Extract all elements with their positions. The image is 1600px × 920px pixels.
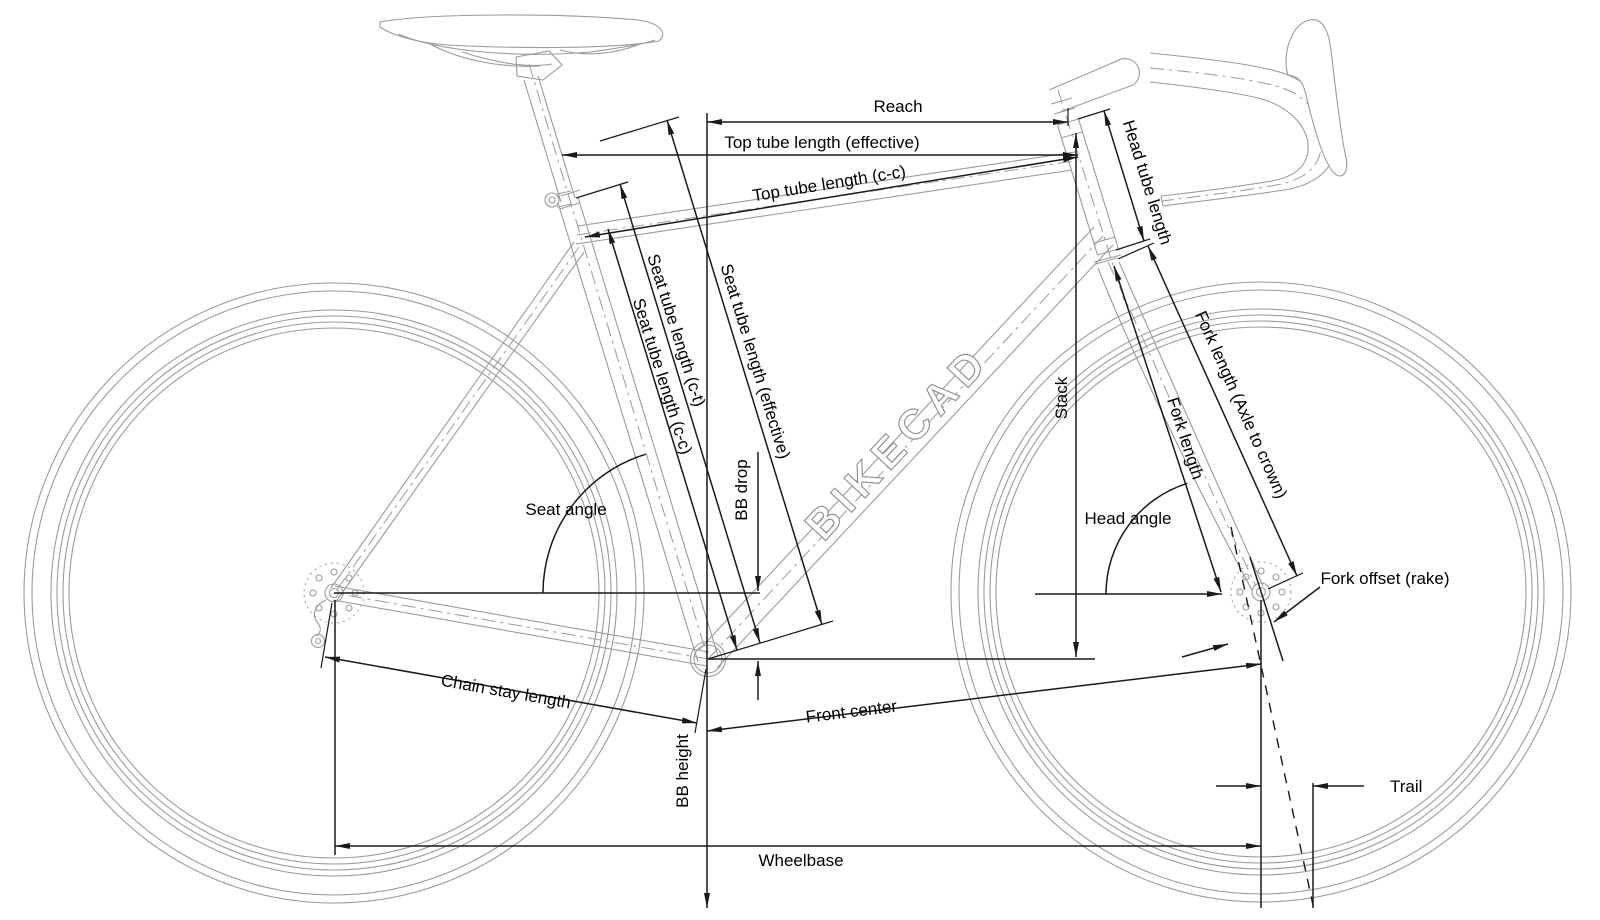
dim-head-angle: Head angle <box>1035 482 1222 597</box>
dim-label-reach: Reach <box>873 97 922 116</box>
seatpost <box>537 75 576 199</box>
saddle <box>379 14 664 49</box>
dim-label-wheelbase: Wheelbase <box>758 851 843 870</box>
dim-label-trail: Trail <box>1390 777 1422 796</box>
seat-clamp-bolt <box>544 192 560 208</box>
dim-front-center: Front center <box>706 662 1262 733</box>
stem-clamp <box>1116 58 1140 86</box>
seat-stay <box>330 241 575 589</box>
dim-label-top-tube-cc: Top tube length (c-c) <box>751 162 907 206</box>
dim-label-seat-tube-effective: Seat tube length (effective) <box>717 262 794 462</box>
dim-label-head-tube-length: Head tube length <box>1119 118 1176 247</box>
dim-top-tube-effective: Top tube length (effective) <box>562 133 1078 158</box>
dim-reach: Reach <box>707 97 1069 126</box>
dim-fork-offset: Fork offset (rake) <box>1181 556 1450 662</box>
dimensions: BB height Reach Top tube length (effecti… <box>320 97 1450 908</box>
stem <box>1048 60 1118 91</box>
dim-stack: Stack <box>1052 133 1079 657</box>
derailleur-hanger <box>313 599 327 637</box>
dim-label-top-tube-effective: Top tube length (effective) <box>724 133 919 152</box>
front-hub-flange <box>1230 561 1292 623</box>
frame <box>330 63 1125 678</box>
dim-top-tube-cc: Top tube length (c-c) <box>584 156 1079 238</box>
saddle-clamp <box>515 50 563 81</box>
dim-label-head-angle: Head angle <box>1085 509 1172 528</box>
dim-label-front-center: Front center <box>805 696 899 726</box>
cockpit <box>1048 19 1348 207</box>
dim-label-seat-angle: Seat angle <box>525 500 606 519</box>
dim-label-fork-offset: Fork offset (rake) <box>1320 569 1449 588</box>
dim-label-stack: Stack <box>1052 376 1071 419</box>
dim-wheelbase: Wheelbase <box>334 600 1261 870</box>
dim-chain-stay: Chain stay length <box>320 602 707 734</box>
saddle-assembly <box>379 14 664 203</box>
dim-bb-drop: BB drop <box>334 452 1095 700</box>
dim-seat-angle: Seat angle <box>525 453 646 594</box>
dim-trail: Trail <box>1216 526 1422 908</box>
chain-stay <box>334 585 710 653</box>
dim-label-bb-height: BB height <box>673 734 692 808</box>
dim-label-bb-drop: BB drop <box>732 459 751 520</box>
dim-fork-length-axle-to-crown: Fork length (Axle to crown) <box>1117 242 1304 590</box>
dim-label-fork-length: Fork length <box>1163 395 1207 482</box>
brake-lever-hood <box>1285 19 1348 177</box>
dim-label-chain-stay: Chain stay length <box>440 671 573 713</box>
